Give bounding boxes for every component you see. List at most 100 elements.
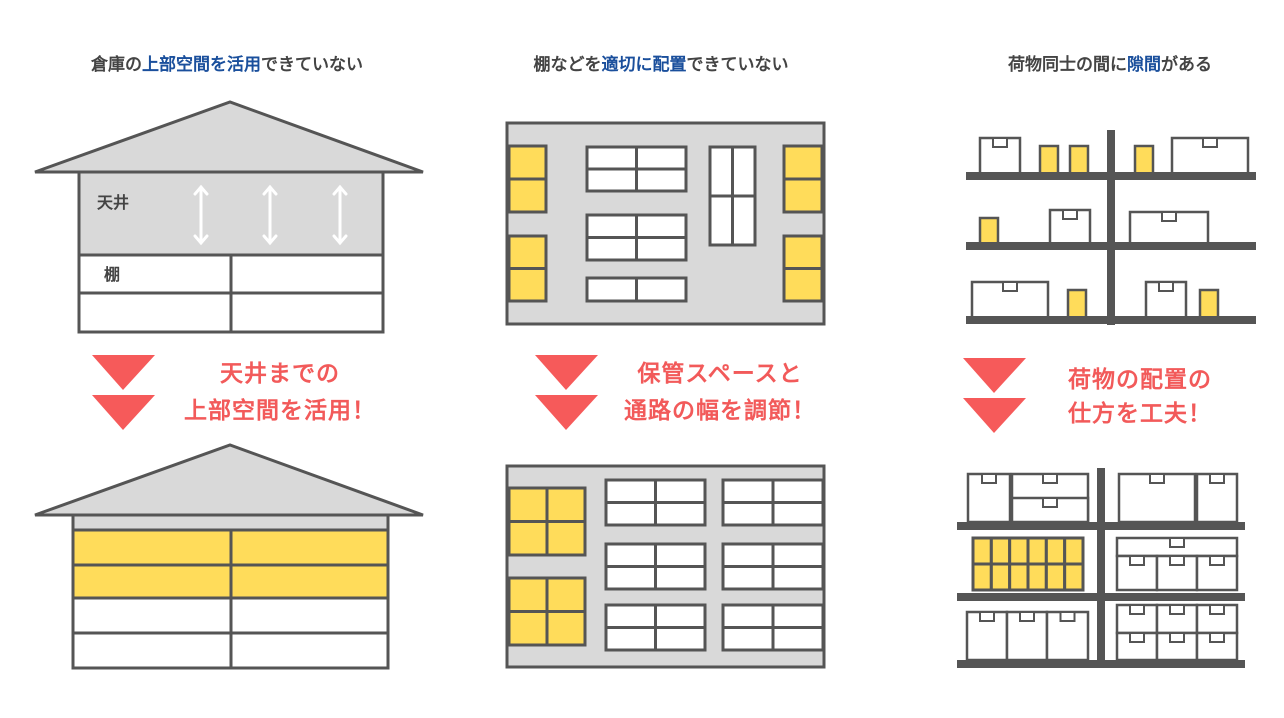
- shelf: [771, 542, 825, 568]
- rack-beam: [957, 593, 1245, 601]
- cargo-box: [971, 562, 993, 592]
- box-tab: [1209, 604, 1225, 615]
- roof: [34, 100, 424, 174]
- shelf: [635, 236, 688, 262]
- shelf: [585, 145, 638, 171]
- down-arrow-icon: [92, 355, 155, 390]
- double-arrow-icon: [262, 184, 278, 246]
- shelf: [229, 631, 390, 670]
- rack-after: [957, 468, 1245, 668]
- box-tab: [1169, 555, 1185, 566]
- shelf: [229, 291, 385, 334]
- box-tab: [1209, 473, 1225, 484]
- box-tab: [1149, 473, 1165, 484]
- box-tab: [1042, 497, 1058, 508]
- heading-upper-space: 倉庫の上部空間を活用できていない: [90, 54, 363, 75]
- heading-part: 倉庫の: [90, 54, 142, 75]
- shelf: [721, 478, 775, 504]
- shelf: [731, 145, 757, 198]
- upper-shelf: [229, 563, 390, 600]
- shelf: [771, 603, 825, 629]
- shelf: [654, 603, 707, 629]
- box-tab: [992, 137, 1008, 148]
- box-tab: [1202, 137, 1218, 148]
- heading-part: がある: [1161, 54, 1212, 75]
- down-arrow-icon: [535, 395, 598, 430]
- shelf: [77, 291, 233, 334]
- shelf: [229, 596, 390, 635]
- storage-block: [782, 177, 824, 214]
- storage-block: [507, 177, 548, 214]
- storage-block: [507, 520, 549, 557]
- box-tab: [1129, 604, 1145, 615]
- shelf: [771, 478, 825, 504]
- rack-beam: [1107, 130, 1115, 325]
- solution-line-1: 天井までの: [220, 361, 340, 387]
- rack-before: [966, 130, 1256, 325]
- storage-block: [782, 234, 824, 270]
- shelf: [585, 213, 638, 239]
- floor-plan-after: [505, 464, 826, 669]
- ceiling-label: 天井: [97, 193, 129, 212]
- ceiling-strip: [71, 513, 390, 532]
- shelf: [654, 501, 707, 527]
- solution-line-1: 荷物の配置の: [1068, 366, 1212, 393]
- box-tab: [1169, 537, 1185, 548]
- box-tab: [1169, 604, 1185, 615]
- shelf: [771, 565, 825, 591]
- house-after: [34, 443, 424, 670]
- shelf: [771, 501, 825, 527]
- box-tab: [1158, 281, 1174, 292]
- heading-part: 棚などを: [534, 54, 602, 75]
- shelf: [635, 213, 688, 239]
- shelf: [721, 603, 775, 629]
- cargo-box: [1133, 144, 1155, 176]
- box-tab: [979, 611, 995, 622]
- storage-block: [545, 486, 587, 523]
- cargo-box: [971, 536, 993, 566]
- storage-block: [782, 144, 824, 181]
- storage-block: [507, 234, 548, 270]
- shelf: [635, 145, 688, 171]
- floor-plan-before: [505, 121, 826, 326]
- shelf: [604, 501, 657, 527]
- rack-beam: [957, 522, 1245, 530]
- storage-block: [507, 576, 549, 613]
- shelf: [654, 626, 707, 652]
- shelf: [654, 542, 707, 568]
- rack-beam: [966, 316, 1256, 324]
- double-arrow-icon: [193, 184, 209, 246]
- down-arrow-icon: [963, 358, 1026, 393]
- down-arrow-icon: [535, 355, 598, 390]
- heading-part: できていない: [687, 55, 789, 75]
- cargo-box: [989, 536, 1012, 566]
- shelf: [604, 542, 657, 568]
- shelf: [635, 167, 688, 193]
- rack-beam: [957, 660, 1245, 668]
- heading-accent: 上部空間を活用: [142, 54, 261, 75]
- box-tab: [1019, 611, 1035, 622]
- shelf-label: 棚: [104, 265, 120, 284]
- shelf: [654, 478, 707, 504]
- box-tab: [981, 473, 997, 484]
- box-tab: [1042, 473, 1058, 484]
- box-tab: [1161, 211, 1177, 222]
- shelf: [585, 167, 638, 193]
- cargo-box: [1066, 288, 1088, 320]
- rack-beam: [966, 172, 1256, 180]
- storage-block: [545, 610, 587, 647]
- heading-gaps: 荷物同士の間に隙間がある: [1008, 54, 1212, 75]
- heading-accent: 適切に配置: [602, 54, 687, 75]
- storage-block: [545, 576, 587, 613]
- roof: [34, 443, 424, 517]
- shelf: [604, 603, 657, 629]
- storage-block: [545, 520, 587, 557]
- heading-accent: 隙間: [1127, 54, 1161, 75]
- upper-shelf: [71, 528, 233, 567]
- rack-beam: [1097, 468, 1105, 668]
- shelf: [731, 194, 757, 247]
- shelf: [585, 276, 638, 303]
- solution-line-2: 上部空間を活用！: [184, 397, 376, 424]
- solution-line-2: 通路の幅を調節！: [624, 397, 816, 424]
